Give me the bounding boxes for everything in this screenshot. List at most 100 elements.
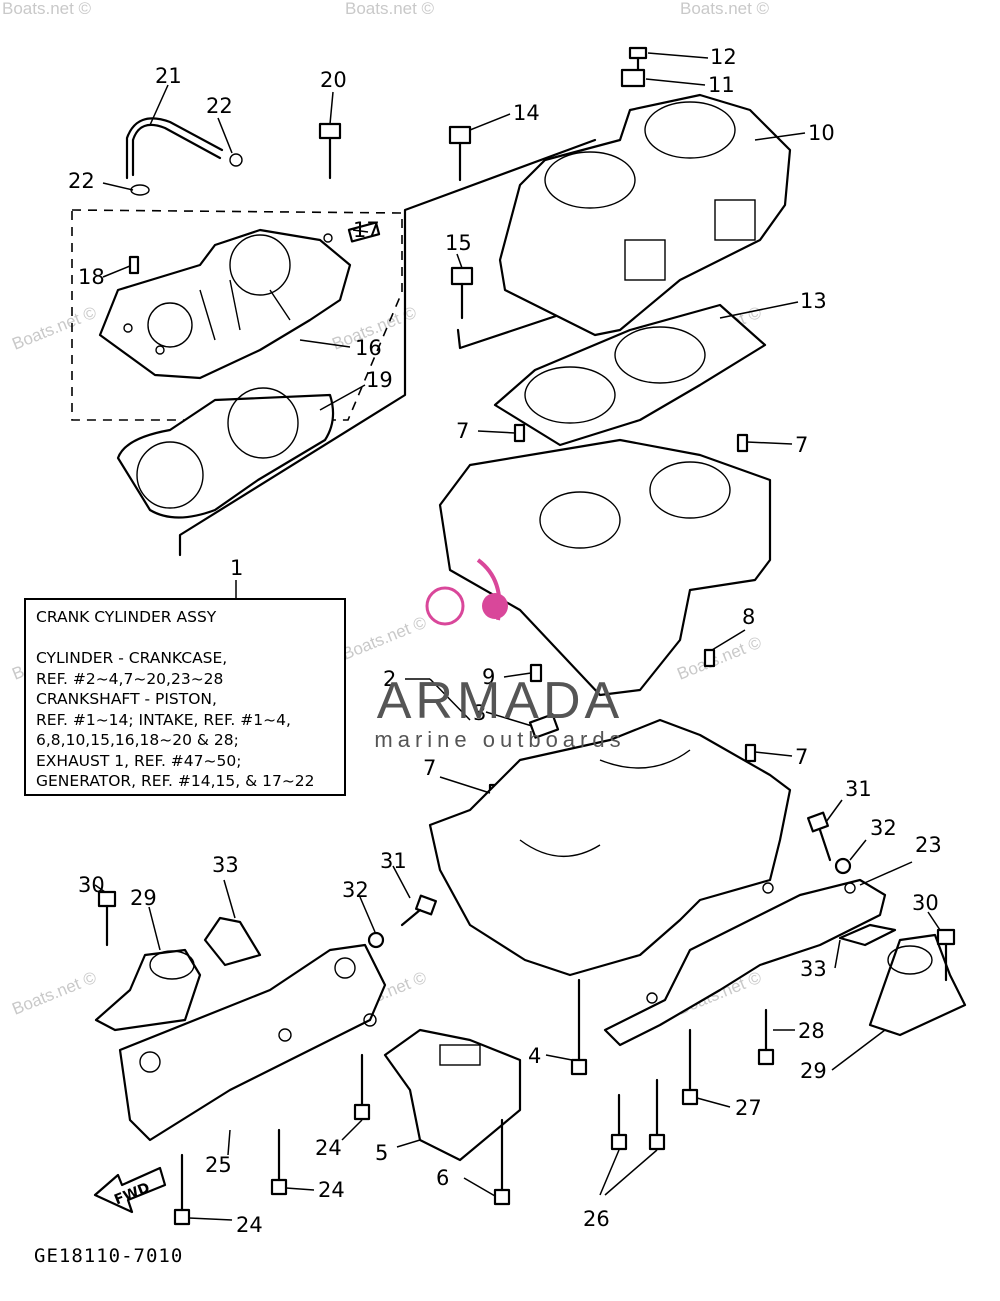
- callout-20: 20: [320, 68, 347, 92]
- callout-labels: 21 20 22 12 11 14 10 22 17 18 15 16 13 1…: [68, 45, 942, 1237]
- watermark: Boats.net ©: [9, 303, 99, 354]
- callout-31: 31: [845, 777, 872, 801]
- callout-17: 17: [353, 218, 380, 242]
- callout-7d: 7: [423, 756, 436, 780]
- bolt-part: [318, 122, 342, 180]
- callout-15: 15: [445, 231, 472, 255]
- mount-block: [383, 1028, 522, 1162]
- callout-33: 33: [212, 853, 239, 877]
- callout-12: 12: [710, 45, 737, 69]
- bolts: [97, 811, 956, 1226]
- hose-part: [125, 117, 224, 180]
- cylinder-gasket: [493, 303, 767, 447]
- callout-7c: 7: [795, 745, 808, 769]
- callout-14: 14: [513, 101, 540, 125]
- callout-7b: 7: [795, 433, 808, 457]
- callout-11: 11: [708, 73, 735, 97]
- assembly-info-box: CRANK CYLINDER ASSY CYLINDER - CRANKCASE…: [24, 598, 346, 796]
- dowel-part: [513, 423, 526, 443]
- leader-lines: [94, 52, 941, 1221]
- lower-crankcase: [428, 718, 792, 977]
- cylinder-block: [498, 93, 792, 337]
- callout-24b: 24: [318, 1178, 345, 1202]
- callout-27: 27: [735, 1096, 762, 1120]
- dowel-part: [703, 648, 716, 668]
- watermark: Boats.net ©: [2, 0, 92, 18]
- dowel-part: [128, 255, 140, 275]
- callout-7a: 7: [456, 419, 469, 443]
- logo-word: ARMADA: [376, 672, 624, 730]
- callout-8: 8: [742, 605, 755, 629]
- screw-part: [628, 46, 648, 72]
- bracket-part: [620, 68, 646, 88]
- callout-28: 28: [798, 1019, 825, 1043]
- callout-6: 6: [436, 1166, 449, 1190]
- watermark: Boats.net ©: [345, 0, 435, 18]
- callout-24a: 24: [315, 1136, 342, 1160]
- right-engine-bracket: [603, 878, 887, 1047]
- generator-group-box: [71, 209, 403, 421]
- clip-part: [229, 153, 243, 167]
- forward-arrow: FWD: [93, 1166, 167, 1214]
- info-line: CYLINDER - CRANKCASE,: [36, 649, 228, 667]
- info-line: GENERATOR, REF. #14,15, & 17~22: [36, 772, 315, 790]
- shim-part: [203, 916, 262, 967]
- callout-29b: 29: [800, 1059, 827, 1083]
- dowel-part: [736, 433, 749, 453]
- info-line: [36, 628, 334, 649]
- watermark: Boats.net ©: [674, 633, 764, 684]
- cylinder-head-cover: [98, 228, 352, 380]
- callout-29: 29: [130, 886, 157, 910]
- watermark: Boats.net ©: [680, 0, 770, 18]
- callout-5: 5: [375, 1141, 388, 1165]
- info-line: EXHAUST 1, REF. #47~50;: [36, 751, 242, 770]
- info-line: 6,8,10,15,16,18~20 & 28;: [36, 731, 239, 749]
- callout-32: 32: [870, 816, 897, 840]
- callout-21: 21: [155, 64, 182, 88]
- info-line: CRANK CYLINDER ASSY: [36, 608, 217, 626]
- dowel-part: [744, 743, 757, 763]
- watermark: Boats.net ©: [9, 968, 99, 1019]
- bolt-part: [448, 125, 472, 182]
- engine-mount: [868, 933, 967, 1037]
- info-line: CRANKSHAFT - PISTON,: [36, 690, 217, 708]
- callout-3: 3: [473, 701, 486, 725]
- bushing-part: [528, 713, 560, 739]
- callout-22b: 22: [68, 169, 95, 193]
- callout-2: 2: [383, 667, 396, 691]
- callout-24c: 24: [236, 1213, 263, 1237]
- clip-part: [130, 184, 150, 196]
- callout-16: 16: [355, 336, 382, 360]
- logo-subtitle: marine outboards: [374, 727, 626, 752]
- callout-31b: 31: [380, 849, 407, 873]
- callout-26: 26: [583, 1207, 610, 1231]
- drawing-code: GE18110-7010: [34, 1245, 184, 1267]
- head-gasket: [116, 387, 335, 519]
- callout-4: 4: [528, 1044, 541, 1068]
- callout-13: 13: [800, 289, 827, 313]
- info-line: REF. #2~4,7~20,23~28: [36, 669, 224, 688]
- armada-logo: ARMADA marine outboards: [350, 675, 650, 753]
- shim-part: [838, 923, 897, 947]
- left-engine-bracket: [118, 943, 387, 1142]
- callout-9: 9: [482, 665, 495, 689]
- callout-32b: 32: [342, 878, 369, 902]
- logo-mark: [425, 558, 508, 626]
- info-line: REF. #1~14; INTAKE, REF. #1~4,: [36, 710, 291, 729]
- callout-10: 10: [808, 121, 835, 145]
- hose-part: [131, 123, 222, 177]
- engine-mount: [94, 948, 202, 1032]
- callout-22: 22: [206, 94, 233, 118]
- callout-33b: 33: [800, 957, 827, 981]
- callout-30: 30: [78, 873, 105, 897]
- callout-30b: 30: [912, 891, 939, 915]
- callout-25: 25: [205, 1153, 232, 1177]
- assembly-bracket: [178, 138, 597, 557]
- upper-crankcase: [438, 438, 772, 697]
- callout-18: 18: [78, 265, 105, 289]
- callout-23: 23: [915, 833, 942, 857]
- callout-1: 1: [230, 556, 243, 580]
- watermark: Boats.net ©: [339, 613, 429, 664]
- bolt-part: [450, 266, 474, 320]
